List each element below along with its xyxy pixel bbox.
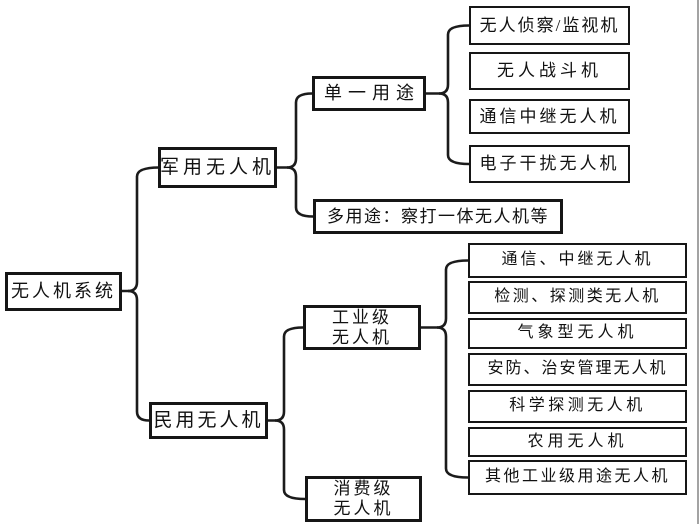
node-military-uav-label: 军用无人机	[160, 156, 276, 178]
node-electronic-jamming-uav-label: 电子干扰无人机	[479, 154, 620, 174]
node-military-uav: 军用无人机	[158, 147, 277, 188]
node-security-management-uav: 安防、治安管理无人机	[468, 353, 687, 386]
node-consumer-uav-label-line2: 无人机	[333, 499, 394, 518]
node-inspection-detection-uav: 检测、探测类无人机	[468, 281, 687, 314]
node-combat-uav: 无人战斗机	[469, 52, 630, 90]
node-industrial-uav-label-line1: 工业级	[332, 307, 392, 327]
node-recon-surveillance-uav: 无人侦察/监视机	[469, 6, 630, 45]
node-recon-surveillance-uav-label: 无人侦察/监视机	[479, 15, 620, 35]
root-brace	[127, 166, 161, 422]
node-inspection-detection-uav-label: 检测、探测类无人机	[494, 288, 661, 306]
node-multi-purpose: 多用途：察打一体无人机等	[313, 199, 563, 234]
node-communication-relay-uav-label: 通信、中继无人机	[501, 251, 654, 269]
node-civil-uav-label: 民用无人机	[153, 409, 264, 431]
node-comm-relay-uav: 通信中继无人机	[469, 99, 630, 134]
industrial-brace	[436, 259, 470, 479]
node-other-industrial-uav: 其他工业级用途无人机	[468, 460, 687, 495]
node-other-industrial-uav-label: 其他工业级用途无人机	[484, 468, 670, 486]
node-industrial-uav-label-line2: 无人机	[332, 327, 392, 347]
node-comm-relay-uav-label: 通信中继无人机	[479, 106, 620, 126]
node-single-purpose-label: 单一用途	[324, 83, 420, 104]
node-security-management-uav-label: 安防、治安管理无人机	[487, 360, 668, 378]
node-scientific-exploration-uav: 科学探测无人机	[468, 390, 687, 423]
node-meteorological-uav: 气象型无人机	[468, 318, 687, 349]
node-consumer-uav: 消费级 无人机	[305, 476, 422, 522]
node-agricultural-uav-label: 农用无人机	[527, 432, 628, 450]
single-purpose-brace	[438, 24, 471, 166]
node-scientific-exploration-uav-label: 科学探测无人机	[509, 397, 646, 415]
node-meteorological-uav-label: 气象型无人机	[517, 324, 638, 342]
node-single-purpose: 单一用途	[312, 76, 426, 111]
node-communication-relay-uav: 通信、中继无人机	[468, 243, 687, 278]
node-combat-uav-label: 无人战斗机	[497, 61, 602, 81]
node-electronic-jamming-uav: 电子干扰无人机	[469, 145, 630, 183]
civil-brace	[274, 326, 307, 501]
node-uav-system-label: 无人机系统	[11, 281, 116, 302]
node-consumer-uav-label-line1: 消费级	[333, 479, 394, 499]
node-uav-system: 无人机系统	[5, 272, 122, 311]
node-industrial-uav: 工业级 无人机	[303, 305, 421, 350]
node-agricultural-uav: 农用无人机	[468, 427, 687, 457]
node-civil-uav: 民用无人机	[149, 402, 268, 439]
military-brace	[286, 92, 315, 218]
node-multi-purpose-label: 多用途：察打一体无人机等	[327, 206, 549, 226]
